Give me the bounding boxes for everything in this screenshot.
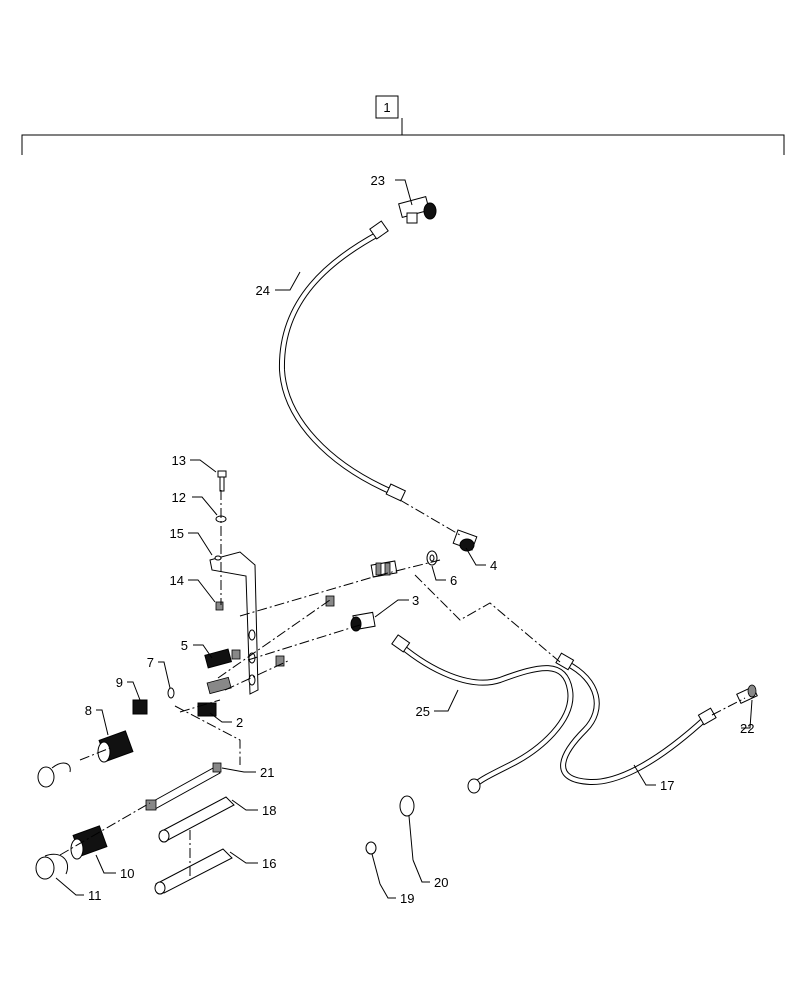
washer-7	[167, 687, 175, 699]
fitting-22	[736, 684, 758, 704]
quick-coupler-8	[37, 730, 134, 788]
callout-18: 18	[262, 803, 276, 818]
coupler-mid	[206, 676, 232, 695]
callout-21: 21	[260, 765, 274, 780]
nut-14	[215, 601, 224, 611]
callout-16: 16	[262, 856, 276, 871]
callout-17: 17	[660, 778, 674, 793]
callout-19: 19	[400, 891, 414, 906]
elbow-fitting-4	[452, 529, 478, 552]
callout-20: 20	[434, 875, 448, 890]
bolt-13	[217, 470, 227, 492]
dust-cap-11	[35, 853, 68, 880]
callout-12: 12	[172, 490, 186, 505]
centerlines	[59, 490, 746, 880]
hose-24	[278, 220, 407, 502]
callout-9: 9	[116, 675, 123, 690]
callout-14: 14	[170, 573, 184, 588]
cable-tie-19	[365, 841, 381, 885]
callout-13: 13	[172, 453, 186, 468]
jam-nuts	[275, 595, 335, 667]
callout-11: 11	[88, 888, 102, 903]
assembly-bracket: 1	[21, 95, 785, 155]
callout-5: 5	[181, 638, 188, 653]
callout-3: 3	[412, 593, 419, 608]
callout-6: 6	[450, 573, 457, 588]
cable-tie-20	[399, 795, 415, 861]
callout-2: 2	[236, 715, 243, 730]
callout-4: 4	[490, 558, 497, 573]
coupler-2	[197, 702, 217, 717]
callout-labels: 23 24 13 12 15 14 5 7 9 8 2 3 4 6 25 17 …	[85, 173, 755, 906]
tube-21	[145, 762, 222, 811]
adapter-fitting	[370, 560, 398, 578]
quick-coupler-10	[70, 825, 108, 860]
callout-25: 25	[416, 704, 430, 719]
mounting-bracket-15	[209, 551, 259, 695]
coupler-5	[204, 648, 241, 669]
callout-8: 8	[85, 703, 92, 718]
callout-24: 24	[256, 283, 270, 298]
fitting-3	[350, 611, 376, 632]
rod-16	[154, 848, 233, 895]
callout-10: 10	[120, 866, 134, 881]
tee-fitting-23	[398, 196, 437, 224]
callout-22: 22	[740, 721, 754, 736]
assembly-label: 1	[383, 100, 390, 115]
washer-6	[426, 550, 438, 566]
hose-25	[391, 634, 574, 794]
rod-18	[158, 796, 235, 843]
hose-17	[555, 652, 717, 786]
callout-7: 7	[147, 655, 154, 670]
leader-lines	[55, 179, 753, 899]
callout-23: 23	[371, 173, 385, 188]
callout-15: 15	[170, 526, 184, 541]
adapter-9	[132, 699, 148, 715]
